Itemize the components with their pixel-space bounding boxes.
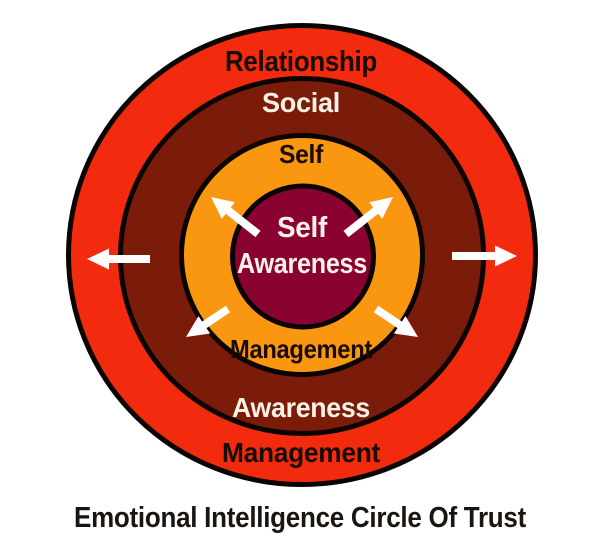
label-relationship-management-bottom: Management <box>222 437 380 468</box>
label-center-awareness: Awareness <box>237 248 367 280</box>
arrow-left-icon <box>87 248 150 270</box>
label-self-management: Management <box>230 334 373 364</box>
circle-self-awareness <box>230 183 376 330</box>
arrow-right-icon <box>452 245 517 267</box>
label-self: Self <box>279 139 324 169</box>
diagram-title: Emotional Intelligence Circle Of Trust <box>74 502 527 534</box>
arrow-up-right-icon <box>343 197 393 238</box>
arrow-up-left-icon <box>211 197 261 238</box>
label-center-self: Self <box>277 212 328 244</box>
label-social: Social <box>262 87 340 118</box>
label-relationship: Relationship <box>225 46 377 78</box>
arrow-down-right-icon <box>373 305 418 337</box>
outward-arrows <box>87 197 517 337</box>
label-social-awareness-bottom: Awareness <box>232 392 370 423</box>
arrow-down-left-icon <box>186 305 231 337</box>
